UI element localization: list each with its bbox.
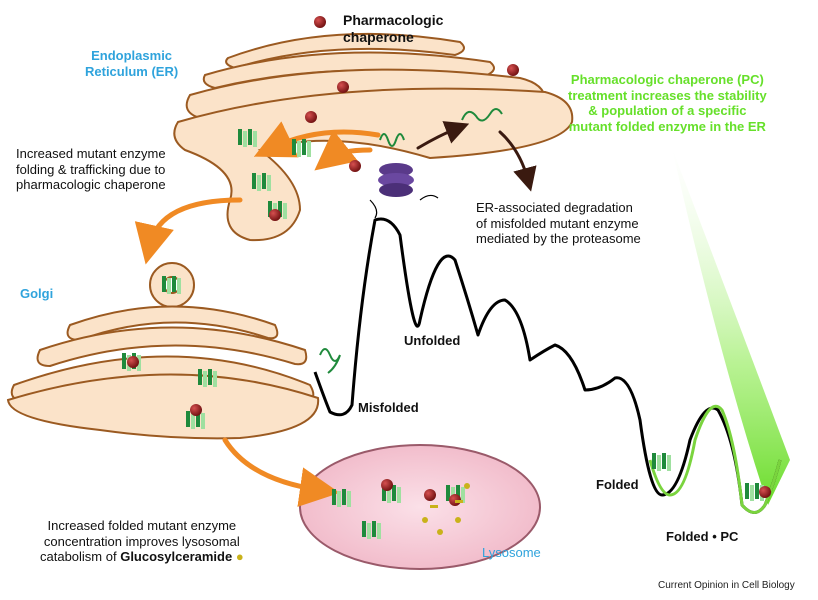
pharmacologic-chaperone-dot-icon [337, 81, 349, 93]
trafficking-arrows [134, 121, 537, 507]
folded-enzyme-icon [238, 129, 257, 147]
proteasome-icon [369, 163, 439, 219]
pharmacologic-chaperone-group [127, 16, 771, 506]
folded-enzyme-icon [362, 521, 381, 539]
pharmacologic-chaperone-dot-icon [349, 160, 361, 172]
glucosylceramide-label: Glucosylceramide [120, 549, 233, 565]
folded-enzyme-group [122, 129, 764, 539]
unfolded-label: Unfolded [404, 333, 461, 348]
folded-enzyme-icon [252, 173, 271, 191]
pharmacologic-chaperone-dot-icon [381, 479, 393, 491]
folded-enzyme-icon [382, 485, 401, 503]
pc-effect-label: Pharmacologic chaperone (PC) treatment i… [568, 72, 767, 134]
pharmacologic-chaperone-dot-icon [305, 111, 317, 123]
misfolded-label: Misfolded [358, 400, 419, 415]
pharmacologic-chaperone-dot-icon [507, 64, 519, 76]
pharmacologic-chaperone-dot-icon [759, 486, 771, 498]
pharmacologic-chaperone-dot-icon [269, 209, 281, 221]
er-label: Endoplasmic Reticulum (ER) [85, 48, 179, 79]
pharmacologic-chaperone-dot-icon [127, 356, 139, 368]
pharmacologic-chaperone-dot-icon [314, 16, 326, 28]
pharmacologic-chaperone-label: Pharmacologic chaperone [343, 12, 444, 45]
folded-enzyme-icon [198, 369, 217, 387]
folded-enzyme-icon [292, 139, 311, 157]
folded-pc-well-highlight [648, 404, 782, 514]
credit-label: Current Opinion in Cell Biology [658, 580, 795, 591]
folded-enzyme-icon [186, 411, 205, 429]
pharmacologic-chaperone-dot-icon [190, 404, 202, 416]
pc-stabilization-beam [672, 148, 790, 505]
increased-folding-label: Increased mutant enzyme folding & traffi… [16, 146, 166, 193]
lysosome-label: Lysosome [482, 545, 541, 560]
folded-label: Folded [596, 477, 639, 492]
pharmacologic-chaperone-dot-icon [424, 489, 436, 501]
misfolded-enzyme-icon [319, 108, 503, 374]
folded-pc-label: Folded • PC [666, 529, 739, 544]
glucosylceramide-icon [422, 483, 470, 535]
lysosome [299, 444, 541, 570]
folded-enzyme-icon [652, 453, 671, 471]
erad-label: ER-associated degradation of misfolded m… [476, 200, 641, 247]
increased-concentration-label: Increased folded mutant enzyme concentra… [40, 518, 244, 565]
golgi-label: Golgi [20, 286, 54, 301]
folded-enzyme-icon [332, 489, 351, 507]
folded-enzyme-icon [162, 276, 181, 294]
